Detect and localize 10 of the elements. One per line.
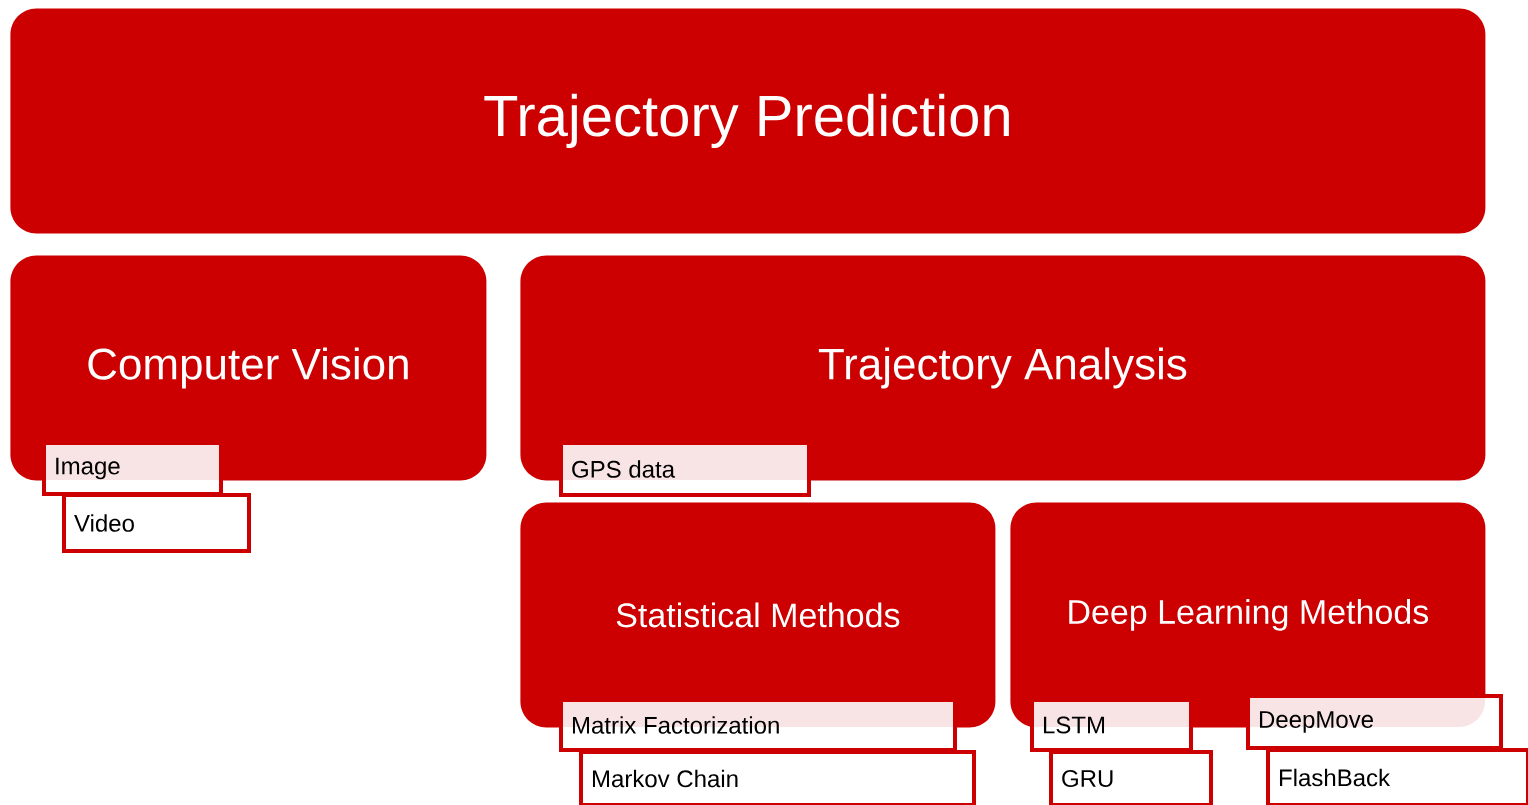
label-box: LSTM xyxy=(1030,698,1193,752)
label-box: GPS data xyxy=(559,441,811,497)
label-box: FlashBack xyxy=(1266,748,1528,805)
label-box: GRU xyxy=(1049,750,1213,805)
category-box: Trajectory Prediction xyxy=(10,8,1486,234)
label-box: DeepMove xyxy=(1246,694,1503,750)
label-box: Image xyxy=(42,441,223,496)
label-box: Markov Chain xyxy=(579,750,976,805)
label-box: Video xyxy=(62,493,251,553)
label-box: Matrix Factorization xyxy=(559,698,957,752)
